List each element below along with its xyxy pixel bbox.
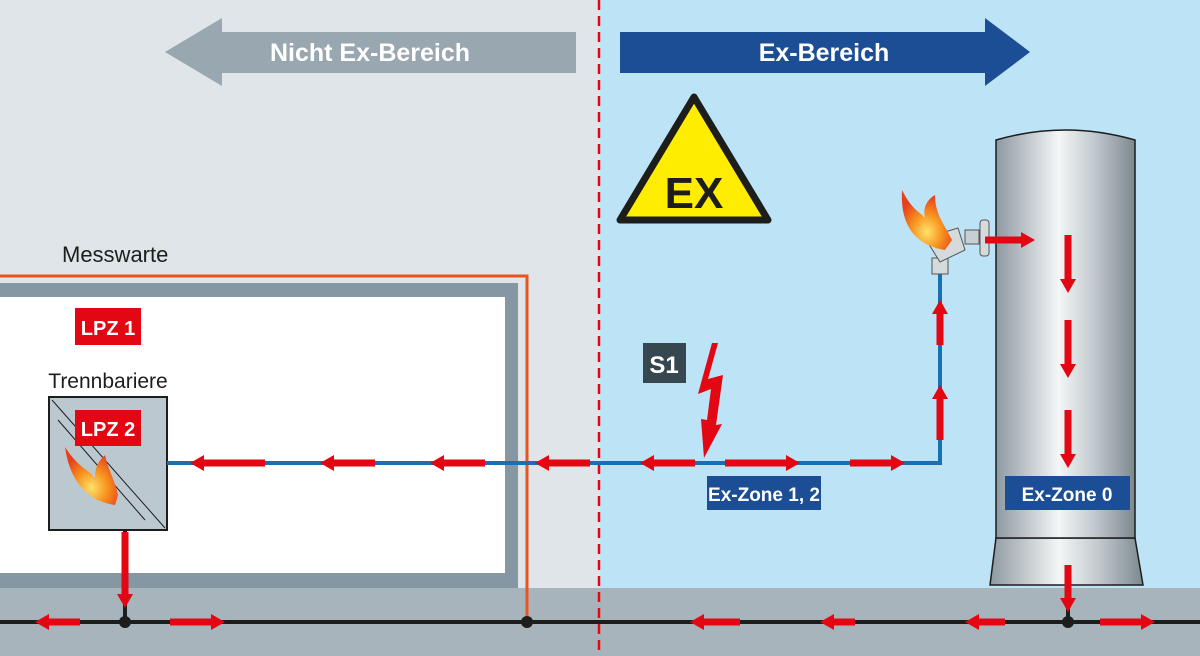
flow-arrow xyxy=(932,300,948,345)
flow-arrow xyxy=(535,455,590,471)
flow-arrow xyxy=(640,455,695,471)
ground-node xyxy=(119,616,131,628)
flow-arrow xyxy=(820,614,855,630)
flow-arrow xyxy=(1060,410,1076,468)
flow-arrow xyxy=(35,614,80,630)
flow-arrow xyxy=(965,614,1005,630)
flow-arrow xyxy=(932,385,948,440)
ex-zone-0-badge xyxy=(1005,476,1130,510)
flow-arrow xyxy=(170,614,225,630)
flow-arrow xyxy=(320,455,375,471)
ground-node xyxy=(1062,616,1074,628)
lpz1-label: LPZ 1 xyxy=(81,318,135,340)
lpz2-badge xyxy=(75,410,141,446)
ex-warning-text: EX xyxy=(665,169,724,218)
flow-arrow xyxy=(850,455,905,471)
flow-arrow xyxy=(985,232,1035,248)
flow-arrow xyxy=(690,614,740,630)
fire-icon xyxy=(65,447,118,505)
flow-arrow xyxy=(190,455,265,471)
lightning-icon xyxy=(698,343,723,458)
s1-label: S1 xyxy=(649,352,678,379)
s1-badge xyxy=(643,343,686,383)
ex-zone-1-2-label: Ex-Zone 1, 2 xyxy=(708,485,820,506)
lpz1-badge xyxy=(75,308,141,345)
ex-zone-0-label: Ex-Zone 0 xyxy=(1022,485,1113,506)
barrier-label: Trennbariere xyxy=(48,370,167,393)
ex-warning-icon xyxy=(616,93,772,224)
ex-area-label: Ex-Bereich xyxy=(759,39,890,67)
flow-arrow xyxy=(430,455,485,471)
current-flow-arrows xyxy=(35,232,1155,630)
control-room-title: Messwarte xyxy=(62,242,168,267)
sensor-fire-icon xyxy=(901,190,952,250)
arrow-non-ex-area xyxy=(165,18,576,86)
flow-arrow xyxy=(1060,320,1076,378)
arrow-ex-area xyxy=(620,18,1030,86)
lpz2-label: LPZ 2 xyxy=(81,419,135,441)
shield-line xyxy=(0,274,529,622)
flow-arrow xyxy=(725,455,800,471)
flow-arrow xyxy=(1060,235,1076,293)
flow-arrow xyxy=(1100,614,1155,630)
flow-arrow xyxy=(117,532,133,608)
non-ex-area-label: Nicht Ex-Bereich xyxy=(270,39,470,67)
flow-arrow xyxy=(1060,565,1076,612)
ground-node xyxy=(521,616,533,628)
ex-zone-1-2-badge xyxy=(707,476,821,510)
